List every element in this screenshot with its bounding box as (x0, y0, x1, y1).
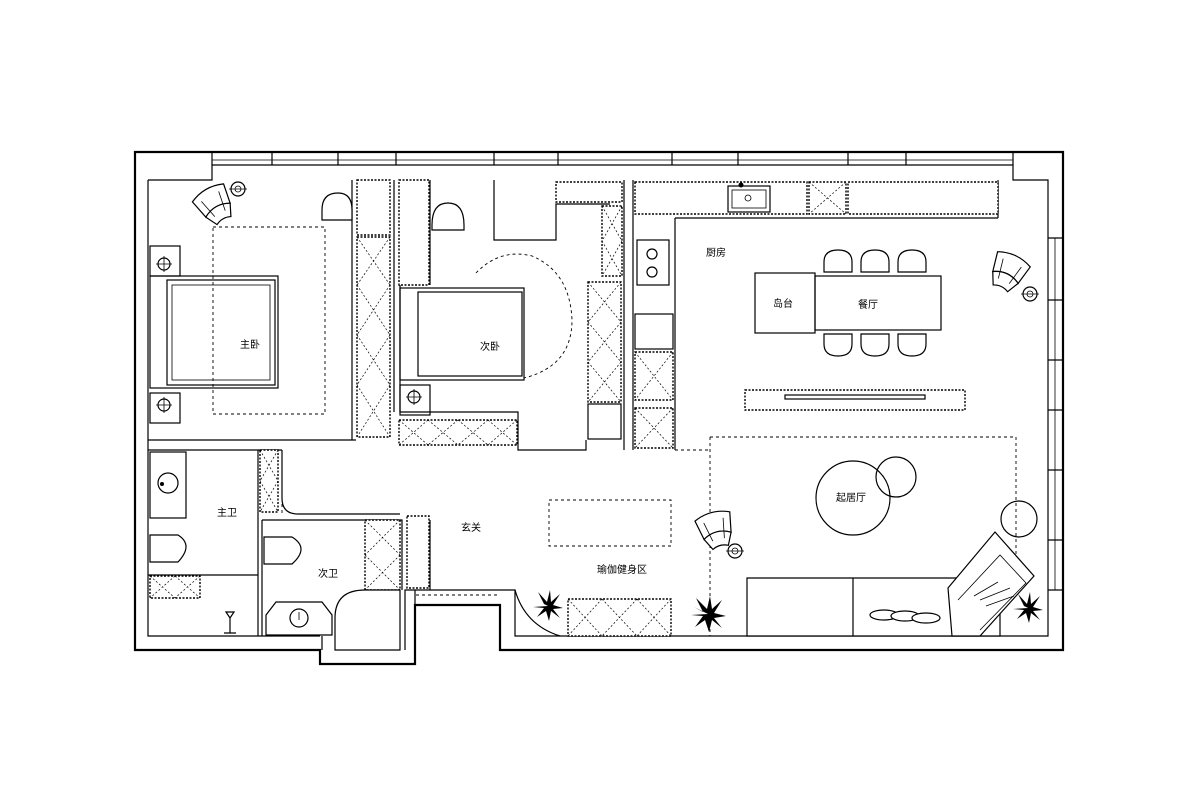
plant-icon (691, 596, 726, 632)
second-bedroom: 次卧 (399, 202, 573, 416)
master-bedroom: 主卧 (149, 181, 353, 424)
second-bath-label: 次卫 (318, 567, 338, 580)
living-room-label: 起居厅 (836, 492, 866, 504)
entrance-label: 玄关 (461, 521, 481, 534)
living-room: 起居厅 (694, 456, 1038, 637)
wardrobes (149, 179, 999, 599)
kitchen-label: 厨房 (706, 246, 726, 259)
second-bedroom-label: 次卧 (480, 340, 500, 353)
plants (533, 590, 1043, 632)
interior-walls (148, 180, 1017, 650)
island-label: 岛台 (773, 297, 793, 310)
master-bath: 主卫 (149, 451, 237, 634)
entrance-yoga: 玄关 瑜伽健身区 (461, 499, 672, 637)
master-bedroom-label: 主卧 (240, 338, 260, 351)
plant-icon (533, 590, 563, 621)
kitchen: 厨房 岛台 餐厅 (636, 182, 1039, 411)
master-bath-label: 主卫 (217, 507, 237, 519)
plant-icon (1013, 592, 1043, 623)
dining-label: 餐厅 (858, 298, 878, 311)
yoga-area-label: 瑜伽健身区 (597, 563, 647, 576)
second-bath: 次卫 (263, 536, 401, 651)
